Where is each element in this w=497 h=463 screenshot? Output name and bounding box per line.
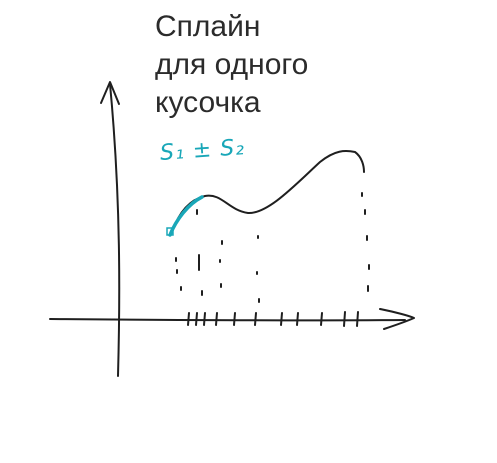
x-axis-ticks: [187, 311, 359, 327]
dashed-guides: [175, 192, 370, 303]
spline-curve: [171, 150, 365, 233]
page-title: Сплайн для одного кусочка: [155, 8, 475, 122]
title-line-3: кусочка: [155, 86, 261, 119]
title-line-1: Сплайн: [155, 10, 261, 43]
x-axis-arrowhead: [379, 308, 415, 330]
first-piece-marker: [166, 227, 174, 236]
title-line-2: для одного: [155, 48, 309, 81]
y-axis: [109, 83, 121, 377]
first-piece-highlight: [168, 195, 204, 237]
y-axis-arrowhead: [100, 81, 120, 105]
x-axis: [49, 318, 406, 322]
